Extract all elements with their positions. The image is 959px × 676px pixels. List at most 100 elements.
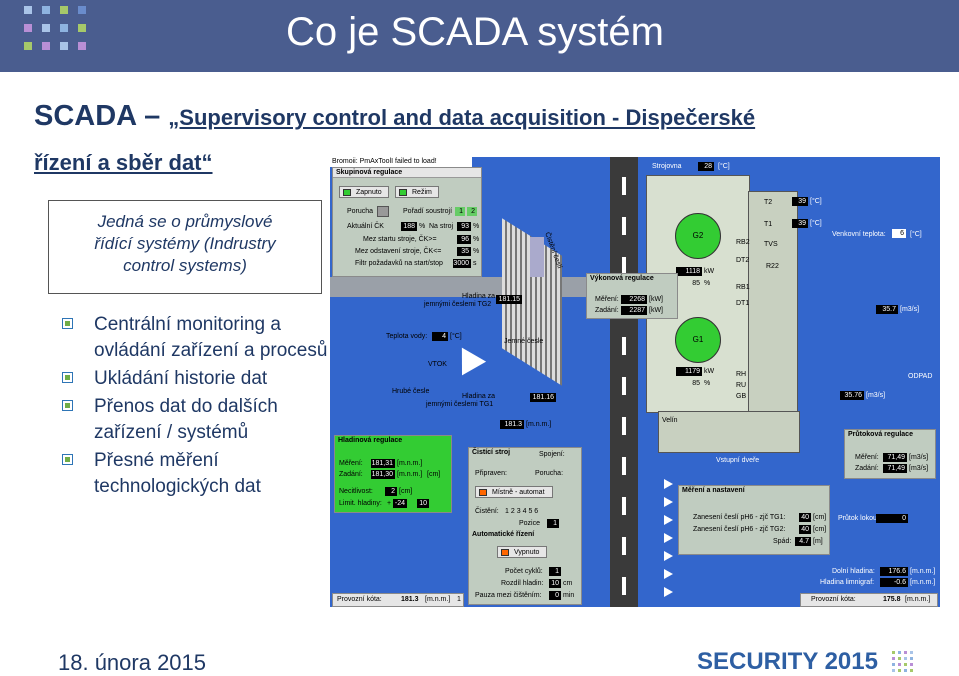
vypnuto-button[interactable]: Vypnuto: [497, 546, 547, 558]
generator-g1-label: G1: [692, 335, 704, 344]
strojovna-unit: [°C]: [718, 163, 730, 170]
limit-plus: +: [387, 500, 392, 507]
mistne-automat-button[interactable]: Místně - automat: [475, 486, 553, 498]
filtr-label: Filtr požadavků na start/stop: [355, 260, 443, 267]
teplota-vody-label: Teplota vody:: [386, 333, 428, 340]
flow-regulation-panel: Průtoková regulace Měření: 71,49 [m3/s] …: [844, 429, 936, 479]
flow-arrow-icon: [664, 497, 673, 507]
vtok-label: VTOK: [428, 361, 447, 368]
velin-label: Velín: [662, 417, 678, 424]
limit-value-a: -24: [393, 499, 407, 508]
mez-odstaveni-value: 35: [457, 247, 471, 256]
hladina-tg1-label-b: jemnými česlemi TG1: [426, 401, 494, 408]
slide-header: Co je SCADA systém: [0, 0, 959, 72]
filtr-unit: s: [473, 260, 477, 267]
bullet-square-icon: [62, 372, 73, 383]
spad-unit: [m]: [813, 538, 823, 545]
zaneseni-tg1-value: 40: [799, 513, 811, 522]
hladina-tg2-value: 181.15: [496, 295, 522, 304]
cisteni-values: 1 2 3 4 5 6: [505, 508, 539, 515]
footer-date: 18. února 2015: [58, 650, 207, 675]
limit-value-b: 10: [417, 499, 429, 508]
side-building: [748, 191, 798, 413]
road-dash: [622, 337, 626, 355]
dt1-label: DT1: [736, 300, 750, 307]
filtr-value: 3000: [453, 259, 471, 268]
prutok-lokou-value: 0: [876, 514, 908, 523]
poradi-value-2: 2: [467, 207, 477, 216]
necitlivost-unit: [cm]: [399, 488, 413, 495]
rozdil-label: Rozdíl hladin:: [501, 580, 544, 587]
rezim-button[interactable]: Režim: [395, 186, 439, 198]
poradi-label: Pořadí soustrojí: [403, 208, 453, 215]
provozni-kota-bar-2: Provozní kóta: 175.8 [m.n.m.]: [800, 593, 938, 607]
tvs-label: TVS: [764, 241, 778, 248]
r22-label: R22: [766, 263, 779, 270]
zapnuto-button[interactable]: Zapnuto: [339, 186, 389, 198]
power-measure-value: 2268: [621, 295, 647, 304]
teplota-vody-unit: [°C]: [450, 333, 462, 340]
mez-odstaveni-label: Mez odstavení stroje, ČK<=: [355, 248, 442, 255]
porucha-indicator: [377, 206, 389, 217]
zaneseni-tg1-unit: [cm]: [813, 514, 827, 521]
dolni-hladina-value: 176.6: [880, 567, 908, 576]
generator-g2[interactable]: G2: [675, 213, 721, 259]
flow-measure-value: 71,49: [883, 453, 907, 462]
group-regulation-title: Skupinová regulace: [333, 168, 481, 178]
cleaning-machine-title: Čistící stroj: [472, 449, 511, 456]
aktualni-ck-unit: %: [419, 223, 426, 230]
venkovni-label: Venkovní teplota:: [832, 231, 886, 238]
ru-label: RU: [736, 382, 747, 389]
bullet-item: Přesné měření technologických dat: [62, 448, 332, 500]
road-dash: [622, 537, 626, 555]
flow-value-3576-unit: [m3/s]: [866, 392, 886, 399]
t1-value: 39: [792, 219, 808, 228]
flow-arrow-icon: [664, 533, 673, 543]
na-stroj-value: 93: [457, 222, 471, 231]
provozni-kota-value-1: 181.3: [401, 596, 419, 603]
scada-error-bar: Bromoii: PmAxToolI failed to load!: [330, 157, 472, 167]
pauza-value: 0: [549, 591, 561, 600]
generator-g1[interactable]: G1: [675, 317, 721, 363]
road-dash: [622, 177, 626, 195]
bullet-item: Přenos dat do dalších zařízení / systémů: [62, 394, 332, 446]
status-orange-icon: [501, 549, 509, 556]
mistne-automat-label: Místně - automat: [492, 489, 545, 496]
level-setpoint-value: 181,30: [371, 470, 395, 479]
flow-arrow-icon: [664, 587, 673, 597]
pauza-label: Pauza mezi čištěním:: [475, 592, 542, 599]
road-dash: [622, 577, 626, 595]
venkovni-value: 6: [892, 229, 906, 238]
flow-measure-unit: [m3/s]: [909, 454, 929, 461]
hladina-tg1-value: 181.16: [530, 393, 556, 402]
rozdil-value: 10: [549, 579, 561, 588]
flow-measure-label: Měření:: [855, 454, 879, 461]
scada-screenshot: Bromoii: PmAxToolI failed to load! Skupi…: [330, 157, 940, 607]
na-stroj-label: Na stroj: [429, 223, 454, 230]
spad-label: Spád:: [773, 538, 792, 545]
group-regulation-panel: Skupinová regulace Zapnuto Režim Porucha…: [332, 167, 482, 277]
zaneseni-tg1-label: Zanesení česlí pH6 - zjč TG1:: [693, 514, 786, 521]
level-measure-unit: [m.n.m.]: [397, 460, 423, 467]
level-measure-label: Měření:: [339, 460, 363, 467]
provozni-kota-index-1: 1: [457, 596, 461, 603]
porucha-label: Porucha: [347, 208, 374, 215]
road-dash: [622, 497, 626, 515]
road-dash: [622, 257, 626, 275]
g1-percent-unit: %: [704, 380, 711, 387]
hladina-tg1-label: Hladina za: [462, 393, 496, 400]
flow-arrow-icon: [664, 515, 673, 525]
level-regulation-panel: Hladinová regulace Měření: 181,31 [m.n.m…: [334, 435, 452, 513]
subtitle-expansion: „Supervisory control and data acquisitio…: [168, 105, 756, 130]
g2-power-value: 1118: [676, 267, 702, 276]
odpad-label: ODPAD: [908, 373, 933, 380]
rh-label: RH: [736, 371, 747, 378]
t2-unit: [°C]: [810, 198, 822, 205]
flow-arrow-icon: [664, 551, 673, 561]
pozice-label: Pozice: [519, 520, 541, 527]
level-value-1813: 181.3: [500, 420, 524, 429]
flow-setpoint-value: 71,49: [883, 464, 907, 473]
bullet-square-icon: [62, 318, 73, 329]
aktualni-ck-value: 188: [401, 222, 417, 231]
t1-label: T1: [764, 221, 773, 228]
